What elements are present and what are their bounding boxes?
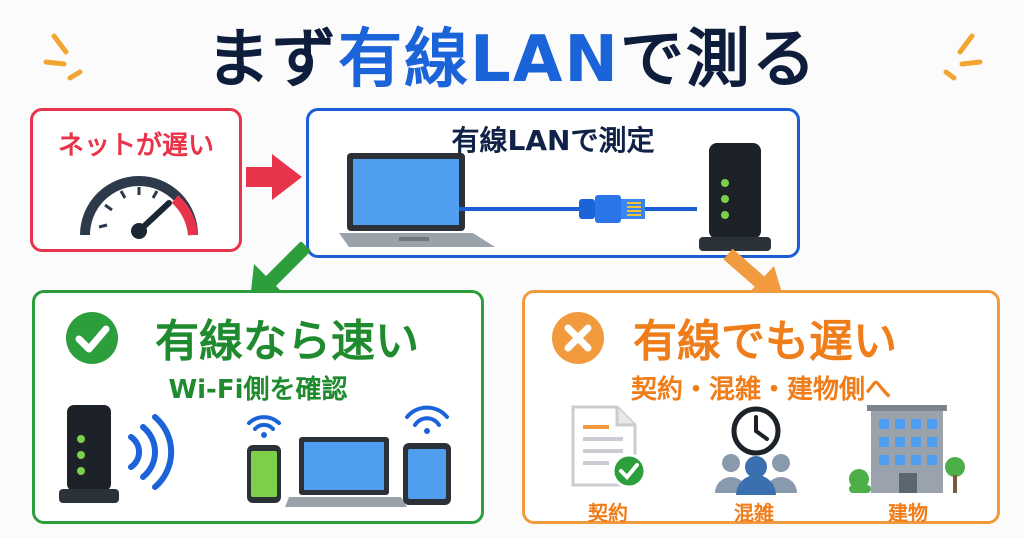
title-part1: まず — [206, 23, 339, 97]
x-circle-icon — [552, 312, 604, 364]
title-accent: 有線LAN — [338, 23, 620, 97]
wired-fast-box: 有線なら速い Wi-Fi側を確認 — [32, 290, 484, 524]
router-icon — [699, 143, 771, 251]
left-spark-icon — [43, 33, 83, 81]
slow-internet-box: ネットが遅い — [30, 108, 242, 252]
right-spark-icon — [943, 33, 983, 81]
laptop-small-icon — [285, 437, 407, 507]
ok-subtitle: Wi-Fi側を確認 — [168, 375, 348, 405]
contract-document-icon — [571, 405, 647, 489]
building-label: 建物 — [888, 501, 928, 525]
ng-subtitle: 契約・混雑・建物側へ — [630, 375, 891, 405]
contract-label: 契約 — [588, 501, 628, 525]
ethernet-cable-icon — [459, 195, 697, 223]
tablet-icon — [403, 405, 451, 505]
smartphone-icon — [247, 415, 281, 503]
speedometer-icon — [80, 176, 198, 239]
laptop-icon — [339, 153, 495, 247]
building-icon — [849, 405, 965, 493]
wifi-router-icon — [59, 405, 175, 503]
crowd-clock-icon — [715, 406, 797, 495]
wired-lan-box: 有線LANで測定 — [306, 108, 800, 258]
ok-title: 有線なら速い — [155, 316, 419, 367]
lan-label: 有線LANで測定 — [451, 124, 655, 157]
wired-slow-box: 有線でも遅い 契約・混雑・建物側へ 契約 混雑 — [522, 290, 1000, 525]
title-part2: で測る — [619, 23, 818, 97]
red-arrow-icon — [246, 154, 302, 200]
crowd-label: 混雑 — [734, 501, 774, 525]
ng-title: 有線でも遅い — [633, 316, 897, 367]
page-title: まず有線LANで測る — [0, 8, 1024, 100]
check-circle-icon — [66, 312, 118, 364]
slow-label: ネットが遅い — [57, 131, 214, 161]
